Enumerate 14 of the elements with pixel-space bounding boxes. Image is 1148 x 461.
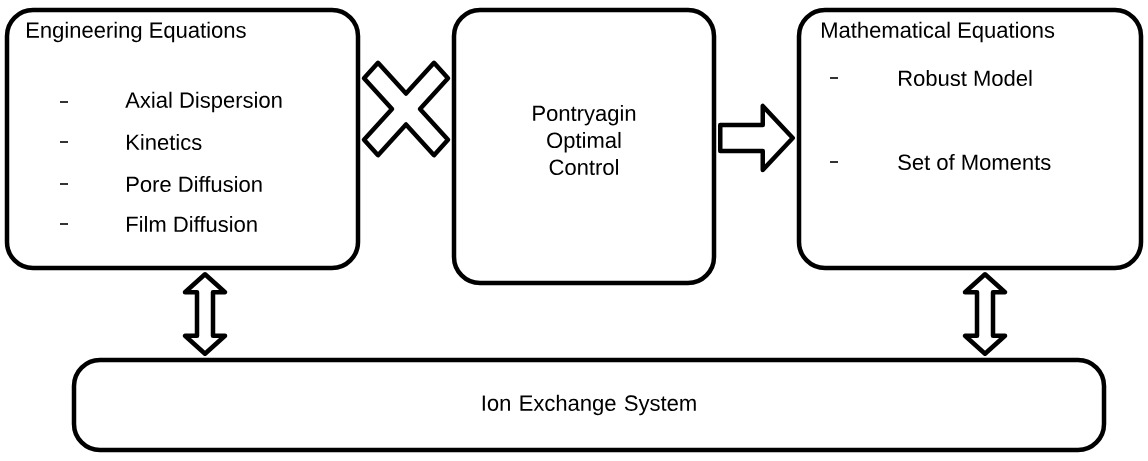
box-label: Ion Exchange System	[482, 394, 696, 416]
block-arrow	[182, 272, 228, 356]
box-heading: Engineering Equations	[27, 21, 246, 43]
box-heading: Mathematical Equations	[822, 21, 1055, 43]
list-item: Film Diffusion	[127, 215, 257, 233]
list-item: Kinetics	[127, 133, 202, 151]
list-item: Axial Dispersion	[125, 91, 282, 113]
list-item: Robust Model	[899, 69, 1032, 87]
cross-symbol	[361, 60, 451, 158]
block-arrow	[718, 103, 795, 173]
block-arrow	[962, 272, 1008, 356]
list-item: Pore Diffusion	[127, 175, 262, 193]
list-item: Set of Moments	[898, 153, 1051, 171]
box-label: Pontryagin Optimal Control	[533, 104, 636, 176]
